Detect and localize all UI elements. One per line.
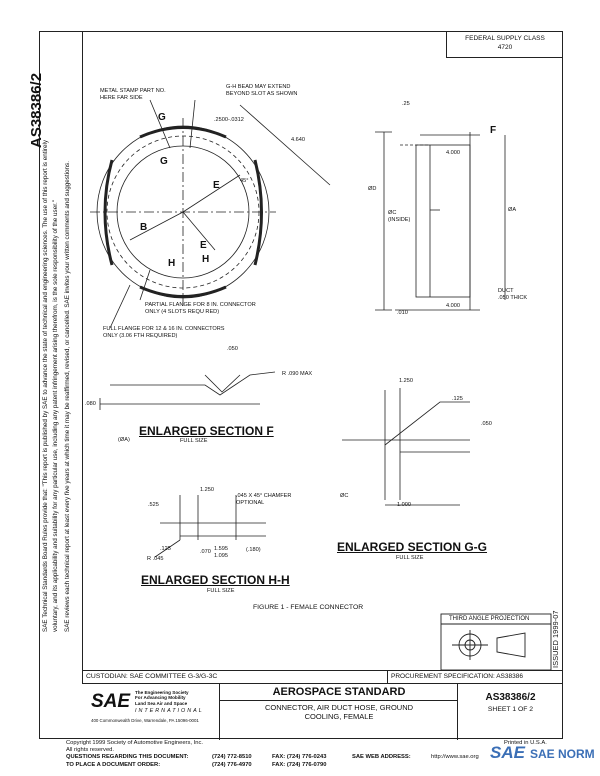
letter-b: B	[140, 222, 148, 233]
supply-class-value: 4720	[497, 44, 513, 51]
note-chamfer: .045 X 45° CHAMFER OPTIONAL	[236, 493, 292, 506]
side-band	[39, 31, 83, 684]
letter-e-lower: E	[200, 240, 207, 251]
questions-label: QUESTIONS REGARDING THIS DOCUMENT:	[66, 754, 189, 760]
dim-080: .080	[85, 401, 96, 407]
sae-international: INTERNATIONAL	[135, 708, 204, 714]
letter-g-top: G	[158, 112, 166, 123]
fax-order: FAX: (724) 776-0790	[272, 762, 327, 768]
procurement-spec: PROCUREMENT SPECIFICATION: AS38386	[388, 671, 563, 684]
rights: All rights reserved.	[66, 747, 115, 753]
section-f-title: ENLARGED SECTION F	[139, 424, 274, 438]
dim-4000-bottom: 4.000	[446, 303, 460, 309]
watermark: SAE SAE NORM	[490, 741, 600, 771]
dim-1250-gg: 1.250	[399, 378, 413, 384]
sae-tagline: The Engineering Society For Advancing Mo…	[135, 690, 189, 706]
title-block-docno: AS38386/2	[485, 692, 536, 703]
dim-r-090: R .090 MAX	[282, 371, 313, 377]
web-label: SAE WEB ADDRESS:	[352, 754, 411, 760]
supply-class-label: FEDERAL SUPPLY CLASS	[465, 35, 545, 42]
dim-1000: 1.000	[397, 502, 411, 508]
letter-h-right: H	[202, 254, 210, 265]
dim-125-hh: .125	[160, 546, 171, 552]
dim-050-f: .050	[227, 346, 238, 352]
dim-050-gg: .050	[481, 421, 492, 427]
copyright: Copyright 1999 Society of Automotive Eng…	[66, 740, 203, 746]
note-duct: DUCT .050 THICK	[498, 288, 528, 301]
web-address[interactable]: http://www.sae.org	[431, 754, 479, 760]
dim-phi-c-inside: ØC (INSIDE)	[388, 210, 411, 223]
dim-r-045: R .045	[147, 556, 164, 562]
dim-25: .25	[402, 101, 410, 107]
sae-logo: SAE	[91, 691, 131, 712]
sheet-number: SHEET 1 OF 2	[487, 706, 534, 713]
title-block: CUSTODIAN: SAE COMMITTEE G-3/G-3C PROCUR…	[83, 670, 563, 740]
aerospace-standard: AEROSPACE STANDARD	[220, 686, 458, 701]
order-label: TO PLACE A DOCUMENT ORDER:	[66, 762, 161, 768]
document-title: CONNECTOR, AIR DUCT HOSE, GROUND COOLING…	[264, 703, 414, 721]
dim-4640: 4.640	[291, 137, 305, 143]
dim-phi-c: ØC	[340, 493, 349, 499]
note-bead: G-H BEAD MAY EXTEND BEYOND SLOT AS SHOWN	[226, 84, 298, 97]
tel-questions: (724) 772-8510	[212, 754, 252, 760]
letter-e-upper: E	[213, 180, 220, 191]
watermark-logo-icon: SAE	[490, 743, 525, 762]
dim-phi-a: ØA	[508, 207, 517, 213]
dim-010: .010	[397, 310, 408, 316]
section-hh-scale: FULL SIZE	[207, 588, 235, 594]
note-metal-stamp: METAL STAMP PART NO. HERE FAR SIDE	[100, 88, 166, 101]
federal-supply-class-box: FEDERAL SUPPLY CLASS 4720	[446, 31, 563, 58]
section-hh-title: ENLARGED SECTION H-H	[141, 573, 290, 587]
dim-4000-top: 4.000	[446, 150, 460, 156]
title-cell: AEROSPACE STANDARD CONNECTOR, AIR DUCT H…	[220, 684, 458, 740]
dim-525: .525	[148, 502, 159, 508]
dim-1595: 1.595 1.095	[214, 546, 228, 559]
dim-phi-a-section: (ØA)	[118, 437, 130, 443]
docno-cell: AS38386/2 SHEET 1 OF 2	[458, 684, 563, 740]
watermark-text: SAE NORM	[530, 747, 595, 761]
figure-caption: FIGURE 1 - FEMALE CONNECTOR	[253, 604, 364, 611]
projection-frustum	[496, 632, 526, 658]
dim-070: .070	[200, 549, 211, 555]
drawing-frame	[39, 31, 563, 739]
third-angle-box	[440, 613, 552, 671]
issued-date: ISSUED 1999-07	[551, 610, 560, 668]
note-partial-flange: PARTIAL FLANGE FOR 8 IN. CONNECTOR ONLY …	[145, 302, 256, 315]
sae-logo-block: SAE The Engineering Society For Advancin…	[83, 684, 220, 740]
sae-address: 400 Commonwealth Drive, Warrendale, PA 1…	[91, 718, 199, 723]
section-f-scale: FULL SIZE	[180, 438, 208, 444]
section-gg-title: ENLARGED SECTION G-G	[337, 540, 488, 554]
section-gg-scale: FULL SIZE	[396, 555, 424, 561]
dim-phi-d: ØD	[368, 186, 377, 192]
letter-g-mid: G	[160, 156, 168, 167]
angle-45: 45°	[240, 178, 249, 184]
dim-1250-hh: 1.250	[200, 487, 214, 493]
printed-in: Printed in U.S.A.	[504, 740, 547, 746]
dim-2500: .2500-.0312	[214, 117, 244, 123]
dim-180: (.180)	[246, 547, 261, 553]
letter-h-left: H	[168, 258, 176, 269]
dim-125-gg: .125	[452, 396, 463, 402]
tel-order: (724) 776-4970	[212, 762, 252, 768]
letter-f: F	[490, 125, 497, 136]
third-angle-label: THIRD ANGLE PROJECTION	[449, 616, 530, 622]
note-full-flange: FULL FLANGE FOR 12 & 16 IN. CONNECTORS O…	[103, 326, 225, 339]
fax-questions: FAX: (724) 776-0243	[272, 754, 327, 760]
custodian: CUSTODIAN: SAE COMMITTEE G-3/G-3C	[83, 671, 388, 684]
